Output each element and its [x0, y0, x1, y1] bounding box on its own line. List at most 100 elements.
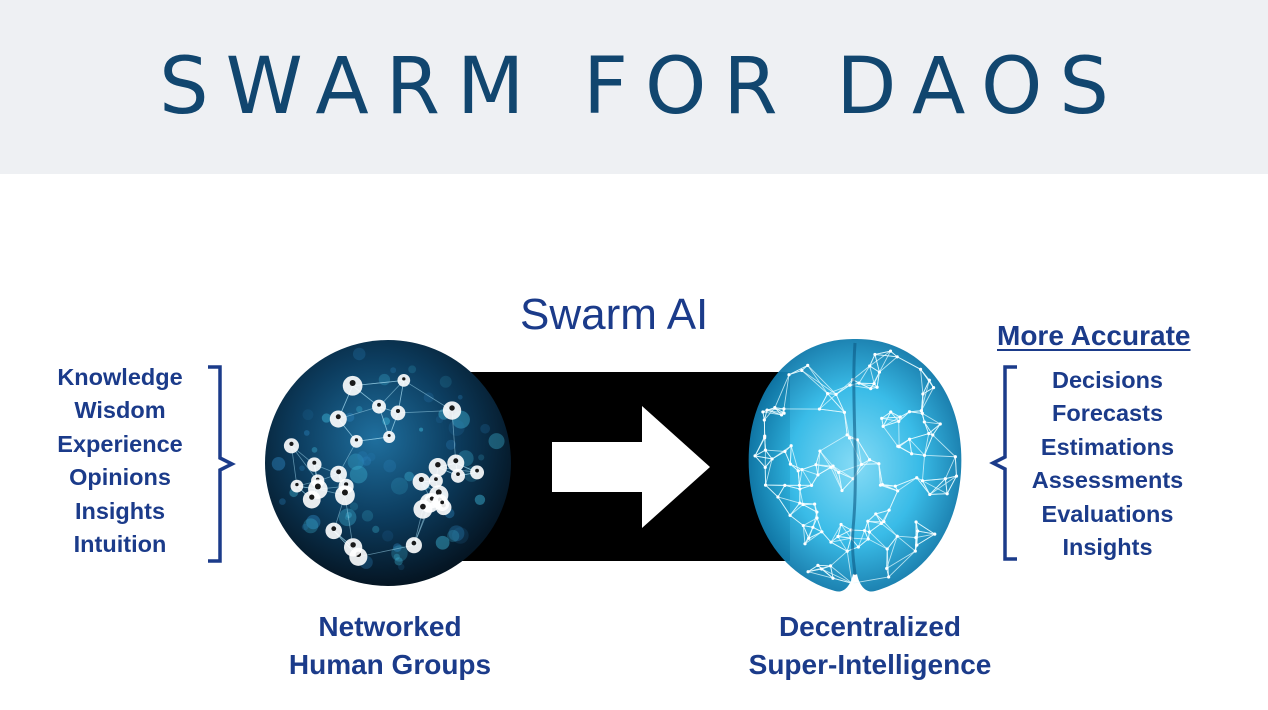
brain-link: [881, 411, 891, 419]
bokeh-dot: [338, 508, 357, 527]
brain-node: [788, 462, 792, 466]
bokeh-dot: [435, 535, 450, 550]
brain-node: [927, 378, 931, 382]
person-icon: [418, 476, 424, 483]
brain-link: [852, 576, 889, 584]
brain-link: [837, 536, 848, 552]
brain-link: [819, 393, 828, 410]
brain-link: [954, 456, 957, 477]
brain-link: [924, 454, 956, 458]
brain-link: [835, 394, 845, 413]
person-icon: [295, 482, 299, 487]
brain-node: [763, 434, 767, 438]
brain-link: [784, 451, 791, 465]
bokeh-dot: [382, 417, 391, 426]
brain-link: [922, 413, 941, 425]
brain-link: [817, 565, 834, 579]
brain-node: [829, 540, 833, 544]
brain-link: [765, 458, 773, 486]
brain-node: [920, 411, 924, 415]
brain-node: [828, 564, 833, 568]
brain-node: [919, 409, 923, 413]
bokeh-dot: [435, 415, 444, 424]
brain-link: [788, 364, 808, 376]
list-item: Insights: [74, 497, 166, 524]
brain-link: [830, 550, 848, 567]
brain-node: [788, 513, 792, 517]
bokeh-dot: [398, 563, 405, 571]
brain-link: [799, 488, 804, 505]
brain-link: [858, 365, 871, 384]
person-icon: [344, 482, 349, 487]
brain-link: [789, 445, 792, 465]
brain-link: [821, 531, 832, 543]
bokeh-dot: [404, 471, 415, 482]
person-icon: [402, 377, 406, 381]
caption-line: Decentralized: [778, 611, 962, 642]
caption-line: Human Groups: [288, 649, 492, 680]
brain-link: [777, 496, 800, 504]
brain-node: [862, 528, 867, 533]
brain-link: [869, 523, 882, 533]
person-icon: [314, 483, 321, 490]
bokeh-dot: [480, 423, 491, 434]
person-icon: [440, 500, 445, 505]
brain-link: [812, 517, 818, 528]
brain-link: [821, 568, 853, 584]
brain-link: [869, 531, 888, 550]
bokeh-dot: [271, 457, 286, 471]
brain-link: [830, 565, 834, 579]
person-icon: [435, 489, 442, 496]
brain-node: [921, 392, 925, 396]
bokeh-dot: [392, 543, 402, 552]
title-banner: SWARM FOR DAOS: [0, 0, 1268, 174]
brain-link: [846, 538, 852, 552]
brain-link: [874, 354, 898, 358]
brain-link: [898, 411, 910, 422]
brain-node: [885, 547, 889, 551]
brain-node: [797, 483, 802, 487]
brain-link: [767, 408, 784, 411]
brain-node: [837, 470, 841, 474]
brain-node: [895, 534, 899, 538]
brain-node: [796, 469, 800, 473]
brain-node: [910, 452, 914, 456]
brain-link: [920, 369, 924, 395]
brain-node: [816, 563, 820, 567]
brain-link: [920, 369, 930, 381]
brain-node: [887, 508, 891, 512]
bokeh-dot: [452, 527, 469, 544]
brain-link: [807, 571, 834, 579]
brain-link: [880, 484, 898, 492]
brain-node: [928, 492, 932, 497]
list-item: Forecasts: [1051, 400, 1164, 427]
brain-node: [848, 383, 852, 387]
brain-link: [843, 412, 850, 439]
brain-node: [842, 410, 847, 414]
brain-node: [869, 386, 873, 391]
brain-link: [857, 530, 866, 548]
person-icon: [411, 540, 417, 546]
brain-link: [819, 408, 845, 413]
brain-link: [817, 451, 821, 475]
brain-node: [872, 382, 876, 386]
brain-node: [789, 444, 793, 448]
brain-node: [816, 473, 820, 477]
brain-node: [922, 420, 926, 424]
brain-link: [830, 524, 842, 543]
brain-link: [801, 464, 817, 470]
brain-link: [861, 463, 879, 465]
brain-link: [858, 538, 869, 548]
brain-link: [784, 484, 801, 490]
list-item: Estimations: [1040, 433, 1175, 460]
brain-link: [909, 433, 929, 440]
brain-node: [877, 462, 881, 466]
brain-link: [771, 445, 792, 460]
brain-node: [867, 458, 872, 462]
brain-node: [867, 530, 872, 534]
brain-node: [855, 438, 860, 442]
brain-node: [907, 437, 912, 441]
brain-node: [868, 364, 872, 368]
brain-node: [811, 525, 815, 529]
brain-link: [945, 475, 957, 480]
